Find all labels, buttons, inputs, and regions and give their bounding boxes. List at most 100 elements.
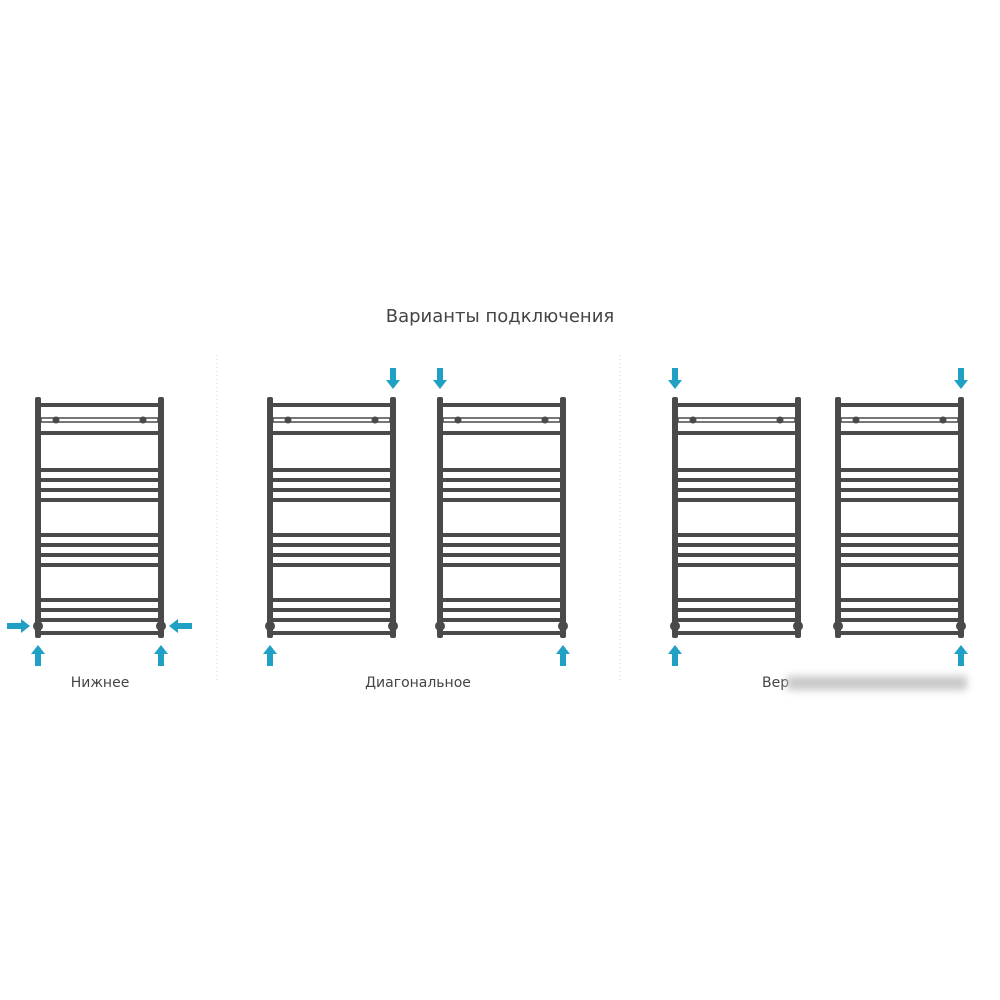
radiator-bar: [675, 543, 798, 547]
radiator-bar: [838, 403, 961, 407]
mount-dot: [371, 416, 379, 424]
arrow-left-icon: [169, 619, 192, 633]
radiator-bar: [270, 631, 393, 635]
radiator-bar: [38, 431, 161, 435]
mount-dot: [689, 416, 697, 424]
arrow-up-icon: [954, 645, 968, 666]
radiator-left-rail: [672, 397, 678, 638]
blurred-text: [787, 676, 968, 690]
mount-dot: [541, 416, 549, 424]
radiator-bar: [38, 543, 161, 547]
radiator-bar: [838, 563, 961, 567]
radiator-bar: [675, 618, 798, 622]
radiator: [7, 397, 192, 666]
radiator-bar: [440, 478, 563, 482]
arrow-down-icon: [954, 368, 968, 389]
radiator-bar: [270, 403, 393, 407]
radiator-bar: [838, 598, 961, 602]
connection-port: [388, 621, 398, 631]
mount-dot: [139, 416, 147, 424]
arrow-down-icon: [668, 368, 682, 389]
radiator-bar: [38, 553, 161, 557]
connection-port: [956, 621, 966, 631]
connection-port: [833, 621, 843, 631]
connection-port: [156, 621, 166, 631]
mount-dot: [454, 416, 462, 424]
radiator: [833, 368, 968, 666]
radiator-bar: [838, 533, 961, 537]
radiator-right-rail: [158, 397, 164, 638]
radiator-right-rail: [390, 397, 396, 638]
radiator: [668, 368, 803, 666]
hanger-gap: [273, 416, 390, 424]
radiator-bar: [270, 478, 393, 482]
radiator-bar: [675, 533, 798, 537]
radiator-bar: [675, 631, 798, 635]
connection-port: [558, 621, 568, 631]
radiator-bar: [270, 431, 393, 435]
radiator-left-rail: [35, 397, 41, 638]
radiator-bar: [675, 608, 798, 612]
radiator-bar: [270, 598, 393, 602]
radiator-bar: [838, 488, 961, 492]
radiator-bar: [440, 431, 563, 435]
radiator-left-rail: [437, 397, 443, 638]
radiator-bar: [440, 403, 563, 407]
radiator-bar: [675, 563, 798, 567]
radiator-bar: [838, 431, 961, 435]
radiator-bar: [270, 468, 393, 472]
arrow-down-icon: [433, 368, 447, 389]
radiator-bar: [675, 478, 798, 482]
radiator-bar: [440, 498, 563, 502]
radiator-bar: [838, 543, 961, 547]
label-vertical-connection: Вер: [762, 675, 968, 691]
connection-port: [670, 621, 680, 631]
radiator-bar: [38, 488, 161, 492]
hanger-gap: [841, 416, 958, 424]
radiator-bar: [838, 478, 961, 482]
radiator-bar: [675, 403, 798, 407]
radiator-bar: [270, 543, 393, 547]
radiator-bar: [838, 608, 961, 612]
radiator-bar: [440, 533, 563, 537]
radiator-left-rail: [267, 397, 273, 638]
radiator-bar: [270, 488, 393, 492]
radiator-bar: [675, 431, 798, 435]
radiator-left-rail: [835, 397, 841, 638]
radiator-bar: [38, 608, 161, 612]
label-bottom-connection: Нижнее: [70, 675, 130, 691]
radiator-bar: [440, 618, 563, 622]
radiator-bar: [38, 533, 161, 537]
radiator-bar: [38, 468, 161, 472]
label-text: Вер: [762, 675, 790, 691]
radiator-right-rail: [560, 397, 566, 638]
radiator-bar: [270, 498, 393, 502]
radiator-bar: [675, 468, 798, 472]
radiator-bar: [38, 618, 161, 622]
radiator-bar: [440, 468, 563, 472]
radiator-bar: [838, 498, 961, 502]
diagram-title: Варианты подключения: [385, 306, 615, 327]
arrow-right-icon: [7, 619, 30, 633]
radiator-bar: [270, 553, 393, 557]
radiator-bar: [675, 553, 798, 557]
radiator-bar: [440, 553, 563, 557]
radiator-bar: [675, 488, 798, 492]
radiator-bar: [270, 608, 393, 612]
radiator-bar: [675, 498, 798, 502]
hanger-bar: [442, 417, 561, 423]
arrow-up-icon: [668, 645, 682, 666]
radiator-bar: [838, 553, 961, 557]
radiator-bar: [270, 533, 393, 537]
radiator: [263, 368, 400, 666]
radiator-bar: [270, 563, 393, 567]
connection-port: [793, 621, 803, 631]
radiator-bar: [440, 598, 563, 602]
mount-dot: [852, 416, 860, 424]
radiator-bar: [38, 631, 161, 635]
connection-port: [435, 621, 445, 631]
radiator-bar: [38, 598, 161, 602]
radiator-bar: [440, 608, 563, 612]
hanger-gap: [678, 416, 795, 424]
radiator-bar: [440, 631, 563, 635]
